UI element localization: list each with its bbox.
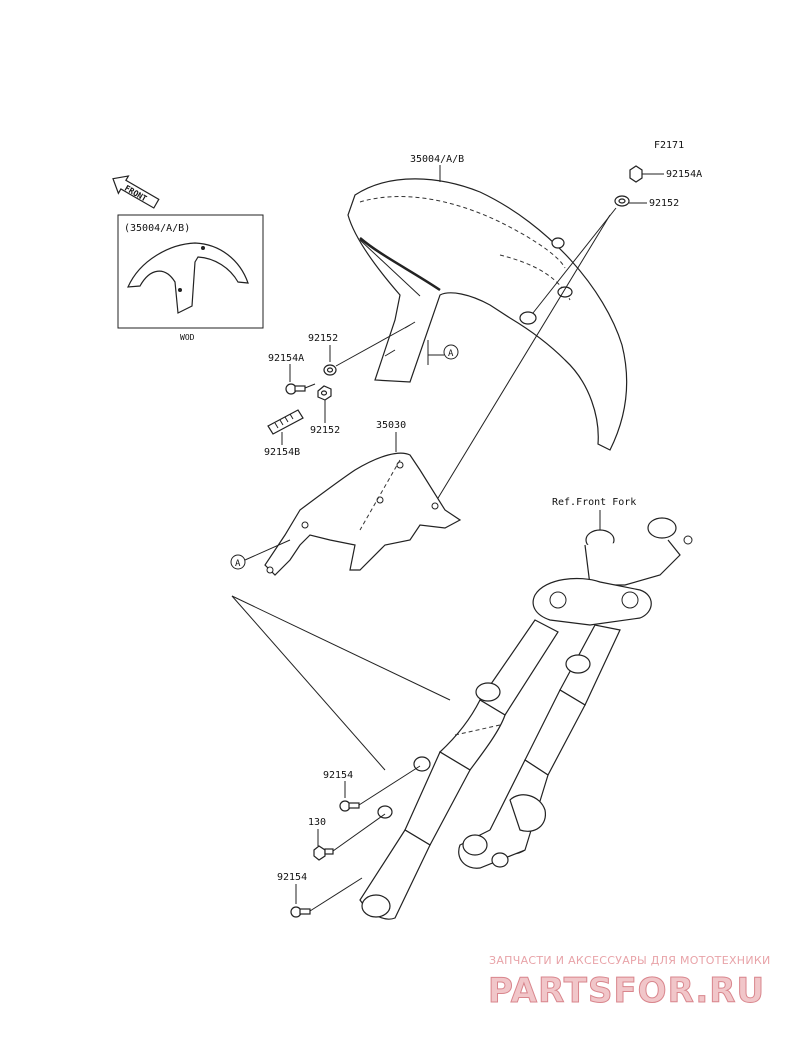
marker-a-lower: A bbox=[230, 539, 291, 570]
bolt-92154-lower-1 bbox=[339, 800, 360, 812]
callout-washer-top-right: 92152 bbox=[649, 198, 679, 209]
bolt-92154a-left bbox=[285, 383, 306, 395]
front-fender bbox=[347, 178, 628, 451]
callout-bolt-lower-3: 92154 bbox=[277, 872, 307, 883]
watermark-logo: PARTSFOR.RU bbox=[488, 971, 765, 1011]
callout-bolt-lower-1: 92154 bbox=[323, 770, 353, 781]
bolt-92154a-top bbox=[629, 165, 643, 183]
front-arrow-icon: FRONT bbox=[112, 175, 160, 209]
callout-bolt-top-right: 92154A bbox=[666, 169, 702, 180]
washer-92152-left-lower bbox=[317, 385, 332, 401]
callout-bolt-left-lower: 92154B bbox=[264, 447, 300, 458]
bolt-92154-lower-3 bbox=[290, 906, 311, 918]
bolt-92154b bbox=[267, 409, 304, 435]
callout-bracket: 35030 bbox=[376, 420, 406, 431]
marker-a-lower-label: A bbox=[235, 559, 241, 569]
marker-a-upper-label: A bbox=[448, 349, 454, 359]
watermark-tagline: ЗАПЧАСТИ И АКСЕССУАРЫ ДЛЯ МОТОТЕХНИКИ bbox=[489, 954, 771, 967]
washer-92152-top bbox=[614, 195, 630, 207]
front-fork bbox=[359, 517, 693, 920]
callout-washer-left-lower: 92152 bbox=[310, 425, 340, 436]
inset-title: (35004/A/B) bbox=[124, 223, 190, 234]
callout-washer-left-upper: 92152 bbox=[308, 333, 338, 344]
bracket-35030 bbox=[264, 452, 462, 576]
washer-92152-left-upper bbox=[323, 364, 337, 376]
bolt-130 bbox=[313, 845, 334, 861]
inset-panel: (35004/A/B) WOD bbox=[117, 214, 264, 342]
marker-a-upper: A bbox=[427, 340, 459, 365]
inset-caption: WOD bbox=[180, 333, 195, 342]
callout-fender: 35004/A/B bbox=[410, 154, 464, 165]
callout-bolt-lower-2: 130 bbox=[308, 817, 326, 828]
callout-fork-ref: Ref.Front Fork bbox=[552, 497, 636, 508]
inset-fender-shape bbox=[127, 242, 249, 314]
figure-code: F2171 bbox=[654, 140, 684, 151]
callout-bolt-left-upper: 92154A bbox=[268, 353, 304, 364]
